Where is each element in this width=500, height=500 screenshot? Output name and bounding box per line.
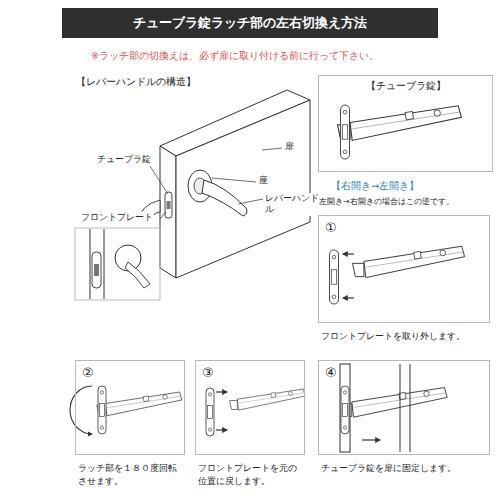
panel-heading: 【チューブラ錠】	[319, 80, 492, 92]
step-caption: ラッチ部を１８０度回転させます。	[78, 462, 184, 488]
section-heading: 【右開き→左開き】	[330, 180, 420, 192]
warning-note: ※ラッチ部の切換えは、必ず扉に取り付ける前に行って下さい。	[90, 50, 380, 62]
title-bar: チューブラ錠ラッチ部の左右切換え方法	[62, 8, 438, 38]
tubular-latch-figure	[338, 105, 462, 159]
step2-figure	[70, 386, 182, 434]
step3-figure	[206, 388, 305, 436]
step-caption: フロントプレートを取り外します。	[321, 330, 489, 343]
section-heading: 【レバーハンドルの構造】	[75, 76, 197, 88]
step-box: ④チューブラ錠を扉に固定します。	[318, 360, 490, 455]
part-label: 扉	[284, 141, 295, 152]
step-number: ④	[325, 365, 337, 381]
step-caption: フロントプレートを元の位置に戻します。	[198, 462, 304, 488]
part-label: レバーハンドル	[264, 193, 326, 216]
step-box: ③フロントプレートを元の位置に戻します。	[195, 360, 305, 455]
door-edge-inset	[75, 228, 160, 300]
part-label: チューブラ錠	[96, 154, 152, 165]
step-caption: チューブラ錠を扉に固定します。	[321, 462, 489, 475]
step1-figure	[330, 246, 465, 304]
step-number: ③	[202, 365, 214, 381]
step-box: ②ラッチ部を１８０度回転させます。	[75, 360, 185, 455]
step-number: ①	[325, 220, 337, 236]
part-label: 座	[258, 175, 269, 186]
latch-panel: 【チューブラ錠】	[318, 75, 493, 172]
note: 左開き→右開きの場合はこの逆です。	[318, 197, 455, 207]
step-box: ①フロントプレートを取り外します。	[318, 215, 490, 323]
title: チューブラ錠ラッチ部の左右切換え方法	[133, 15, 367, 31]
door-illustration	[138, 90, 310, 278]
step4-figure	[340, 364, 447, 452]
step-number: ②	[82, 365, 94, 381]
part-label: フロントプレート	[80, 212, 154, 223]
